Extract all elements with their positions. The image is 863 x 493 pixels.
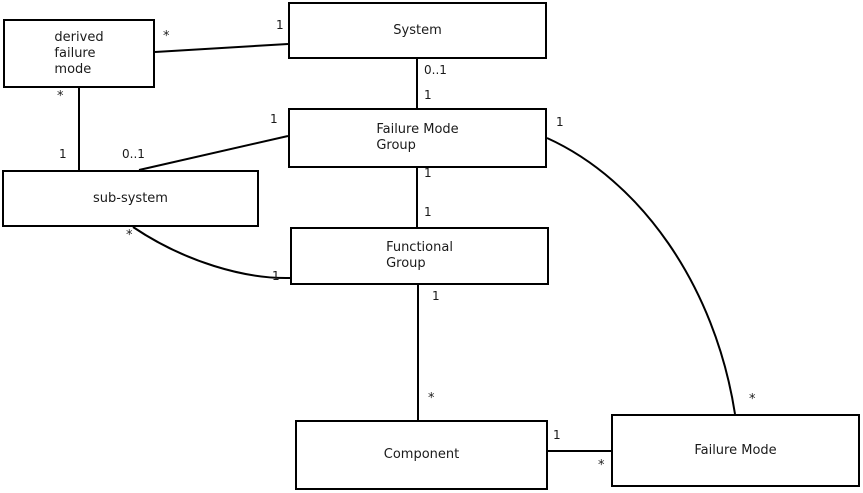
multiplicity-component-failure-mode-target: * [598,458,605,473]
multiplicity-derived-failure-mode-system-target: 1 [276,18,284,32]
multiplicity-sub-system-failure-mode-group-target: 1 [270,112,278,126]
multiplicity-derived-failure-mode-sub-system-source: * [57,89,64,104]
multiplicity-sub-system-functional-group-source: * [126,228,133,243]
class-label-component: Component [383,447,460,462]
multiplicity-sub-system-functional-group-target: 1 [272,269,280,283]
class-label-failure-mode-group: Failure Mode Group [376,122,459,153]
multiplicity-derived-failure-mode-sub-system-target: 1 [59,147,67,161]
class-box-sub-system[interactable]: sub-system [2,170,259,227]
multiplicity-functional-group-component-target: * [428,391,435,406]
multiplicity-failure-mode-group-failure-mode-source: 1 [556,115,564,129]
class-label-system: System [393,22,442,38]
class-label-derived-failure-mode: derived failure mode [54,29,104,77]
class-box-functional-group[interactable]: Functional Group [290,227,549,285]
association-derived-failure-mode-system[interactable] [154,43,289,53]
multiplicity-sub-system-failure-mode-group-source: 0..1 [122,147,145,161]
multiplicity-component-failure-mode-source: 1 [553,428,561,442]
class-box-system[interactable]: System [288,2,547,59]
multiplicity-failure-mode-group-functional-group-source: 1 [424,166,432,180]
association-sub-system-failure-mode-group[interactable] [138,135,289,171]
multiplicity-system-failure-mode-group-target: 1 [424,88,432,102]
association-sub-system-functional-group[interactable] [132,226,291,280]
class-box-derived-failure-mode[interactable]: derived failure mode [3,19,155,88]
multiplicity-functional-group-component-source: 1 [432,289,440,303]
class-label-functional-group: Functional Group [386,240,453,271]
class-label-sub-system: sub-system [93,190,168,206]
multiplicity-failure-mode-group-functional-group-target: 1 [424,205,432,219]
association-failure-mode-group-failure-mode[interactable] [546,137,736,415]
multiplicity-derived-failure-mode-system-source: * [163,29,170,44]
class-label-failure-mode: Failure Mode [694,442,777,458]
class-box-failure-mode[interactable]: Failure Mode [611,414,860,487]
class-box-failure-mode-group[interactable]: Failure Mode Group [288,108,547,168]
multiplicity-system-failure-mode-group-source: 0..1 [424,63,447,77]
class-box-component[interactable]: Component [295,420,548,490]
multiplicity-failure-mode-group-failure-mode-target: * [749,392,756,407]
